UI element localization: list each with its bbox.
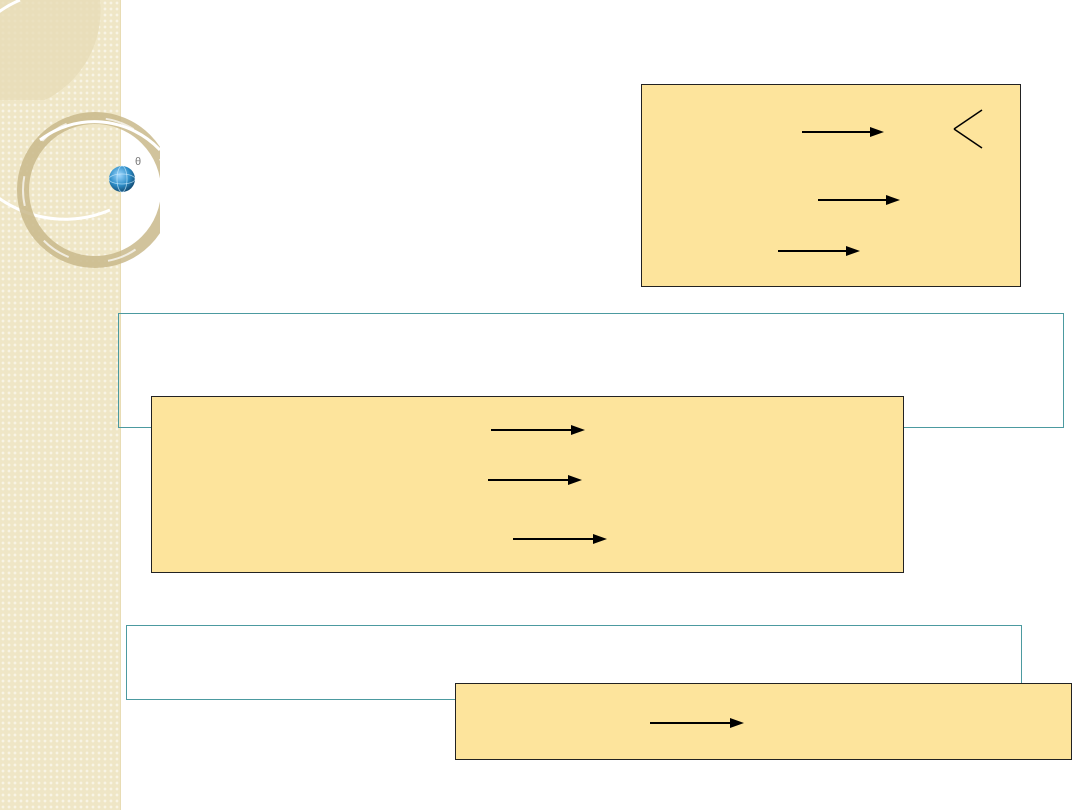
reaction-arrow-5 bbox=[488, 475, 582, 485]
middle-reaction-box bbox=[151, 396, 904, 573]
reaction-arrow-2 bbox=[818, 195, 900, 205]
reaction-arrow-7 bbox=[650, 718, 744, 728]
bullet-symbol: θ bbox=[135, 156, 142, 168]
reaction-arrow-3 bbox=[778, 246, 860, 256]
reaction-arrow-6 bbox=[513, 534, 607, 544]
decorative-rings bbox=[0, 0, 160, 268]
globe-icon bbox=[108, 165, 136, 193]
reaction-arrow-4 bbox=[491, 425, 585, 435]
decorative-side-strip bbox=[0, 0, 121, 810]
bottom-reaction-box bbox=[455, 683, 1072, 760]
reaction-arrow-1 bbox=[802, 127, 884, 137]
branch-symbol bbox=[953, 109, 983, 149]
top-right-reaction-box bbox=[641, 84, 1021, 287]
